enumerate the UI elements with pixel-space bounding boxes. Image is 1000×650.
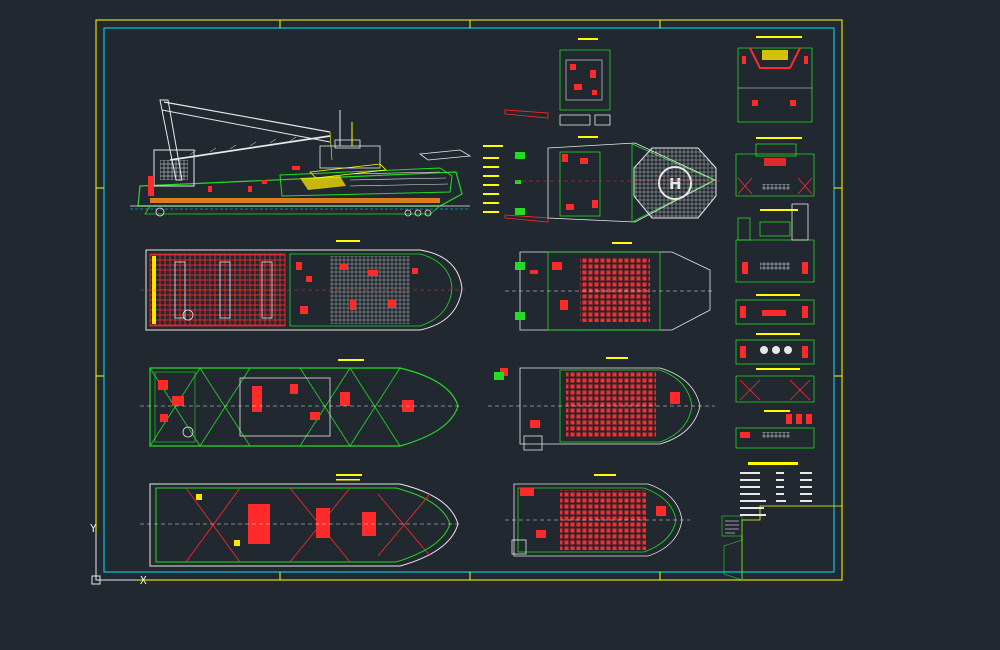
deck-plan-a-deck[interactable]: [140, 240, 465, 331]
ucs-y-label: Y: [90, 522, 97, 535]
section-frame-6[interactable]: [735, 368, 815, 403]
deck-plan-b-deck[interactable]: [505, 242, 715, 331]
helideck-plan[interactable]: H: [515, 136, 720, 223]
section-frame-1[interactable]: [737, 36, 813, 123]
svg-text:H: H: [669, 175, 682, 193]
deck-plan-c-deck[interactable]: [488, 357, 715, 451]
deck-plan-bottom[interactable]: [140, 474, 462, 567]
aft-view[interactable]: [735, 410, 815, 449]
sections-column[interactable]: [735, 36, 815, 449]
section-frame-3[interactable]: [735, 203, 815, 283]
section-frame-5[interactable]: [735, 333, 815, 365]
ship-profile-view[interactable]: [130, 99, 472, 217]
deck-plan-top-upper[interactable]: [559, 38, 611, 126]
ucs-axis-icon: Y X: [90, 522, 147, 587]
principal-dimensions-table: [740, 462, 812, 516]
section-frame-2[interactable]: [735, 137, 815, 197]
deck-plan-d-deck[interactable]: [505, 474, 690, 557]
title-block[interactable]: [721, 505, 843, 581]
section-frame-4[interactable]: [735, 294, 815, 325]
profile-legend: [483, 109, 549, 223]
deck-plan-tank-top[interactable]: [140, 359, 462, 447]
drawing-frame: [95, 19, 843, 581]
ucs-x-label: X: [140, 574, 147, 587]
